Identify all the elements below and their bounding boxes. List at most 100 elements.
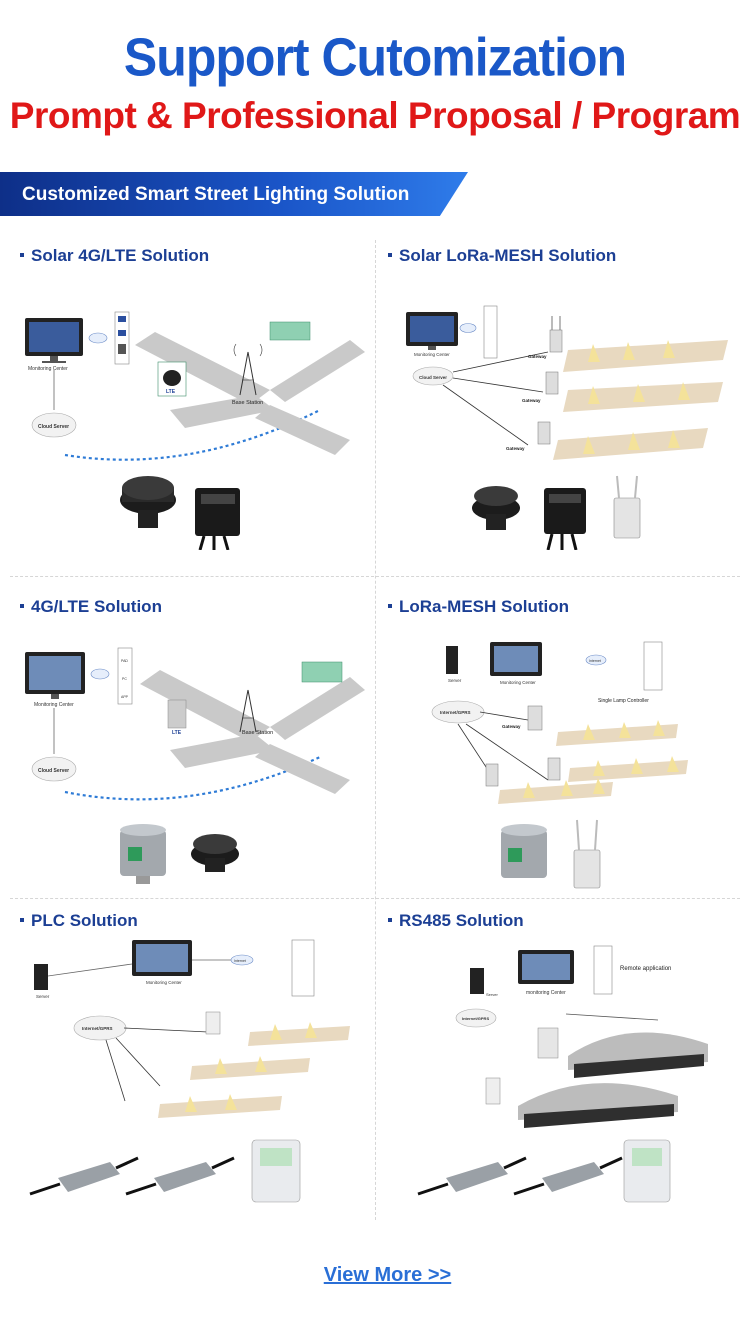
section-title-4g: 4G/LTE Solution [20, 597, 162, 617]
monitoring-center-label: monitoring Center [526, 990, 566, 996]
devices-box [117, 647, 133, 705]
lte-controller-product-icon [191, 834, 239, 872]
lte-label: LTE [166, 389, 176, 395]
lora-controller-product-icon [472, 486, 520, 530]
internet-gprs-cloud-icon [455, 1008, 497, 1028]
server-icon [34, 964, 48, 990]
gateway-icon [527, 705, 543, 731]
row-divider-2 [10, 898, 740, 899]
base-station-tower-icon [239, 689, 257, 733]
street-row-1 [563, 340, 728, 372]
monitoring-center-label: Monitoring Center [146, 980, 182, 985]
gateway-label-3: Gateway [506, 446, 525, 451]
gateway-product-icon [613, 475, 641, 539]
driver-product-icon-2 [125, 1156, 235, 1196]
single-lamp-controller-label: Single Lamp Controller [598, 698, 649, 704]
lora-diagram: Server Monitoring Center Internet Intern… [431, 641, 688, 889]
server-label: Server [36, 994, 50, 999]
page-title: Support Cutomization [123, 26, 627, 88]
internet-gprs-label: Internet/GPRS [82, 1026, 113, 1031]
banner-label: Customized Smart Street Lighting Solutio… [22, 184, 410, 205]
monitor-icon [25, 652, 85, 699]
lora-node-product-icon [501, 824, 547, 878]
internet-label: Internet [589, 659, 601, 663]
remote-application-label: Remote application [620, 966, 671, 972]
gateway-product-icon [573, 819, 601, 889]
monitor-icon [25, 318, 83, 363]
internet-gprs-label: Internet/GPRS [462, 1016, 489, 1021]
internet-cloud-icon [230, 954, 254, 966]
devices-box [643, 641, 663, 691]
pad-label: PAD [121, 659, 128, 663]
internet-cloud-icon [585, 654, 607, 666]
server-label: Server [448, 678, 462, 683]
monitoring-center-label: Monitoring Center [34, 702, 74, 708]
monitor-icon [518, 950, 574, 984]
server-icon [470, 968, 484, 994]
tunnel-icon-1 [568, 1032, 708, 1078]
tunnel-icon-2 [518, 1083, 678, 1128]
monitor-icon [490, 642, 542, 676]
lte-label: LTE [172, 730, 182, 736]
cloud-server-icon [31, 412, 77, 438]
section-title-solar-4g: Solar 4G/LTE Solution [20, 246, 209, 266]
solution-banner: Customized Smart Street Lighting Solutio… [0, 172, 468, 216]
section-title-solar-lora: Solar LoRa-MESH Solution [388, 246, 616, 266]
monitoring-center-label: Monitoring Center [500, 680, 536, 685]
monitor-icon [132, 940, 192, 976]
cloud-server-label: Cloud Server [38, 424, 69, 430]
devices-box [291, 939, 315, 997]
base-station-label: Base Station [232, 400, 263, 406]
base-station-tower-icon [233, 343, 263, 396]
column-divider [375, 240, 376, 1220]
plc-diagram: Server Monitoring Center Internet Intern… [29, 939, 350, 1203]
lte-controller-product-icon [120, 476, 176, 528]
rs485-diagram: Server monitoring Center Remote applicat… [417, 945, 708, 1203]
section-title-plc: PLC Solution [20, 911, 138, 931]
internet-cloud-icon [90, 668, 110, 680]
driver-product-icon-1 [29, 1156, 139, 1196]
gateway-label: Gateway [502, 724, 521, 729]
road-top-left [135, 332, 270, 405]
monitoring-center-label: Monitoring Center [28, 366, 68, 372]
pc-label: PC [122, 677, 127, 681]
meter-product-icon [623, 1139, 671, 1203]
lte-diagram: Monitoring Center PAD PC APP Cloud Serve… [25, 647, 365, 884]
view-more-link[interactable]: View More >> [323, 1264, 452, 1286]
signal-arc [64, 409, 321, 461]
server-icon [446, 646, 458, 674]
monitoring-center-label: Monitoring Center [414, 352, 450, 357]
gateway-label-1: Gateway [528, 354, 547, 359]
base-station-label: Base Station [242, 730, 273, 736]
cloud-server-label: Cloud Server [38, 768, 69, 774]
cloud-server-icon [31, 756, 77, 782]
cloud-server-label: Cloud Server [419, 375, 447, 380]
devices-box [483, 305, 498, 359]
page-subtitle: Prompt & Professional Proposal / Program [9, 95, 741, 136]
solar-lora-diagram: Monitoring Center Cloud Server Gateway G… [406, 305, 728, 550]
street-row-1 [248, 1026, 350, 1046]
solar-controller-product-icon [195, 488, 240, 550]
gateway-label-2: Gateway [522, 398, 541, 403]
solar-4g-diagram: Monitoring Center Cloud Server Base Stat… [25, 311, 365, 550]
lte-node-product-icon [120, 824, 166, 884]
street-row-1 [556, 724, 678, 746]
row-divider-1 [10, 576, 740, 577]
driver-product-icon-1 [417, 1156, 527, 1196]
internet-gprs-label: Internet/GPRS [440, 710, 471, 715]
section-title-lora: LoRa-MESH Solution [388, 597, 569, 617]
signal-arc [64, 756, 321, 801]
internet-cloud-icon [459, 323, 477, 333]
meter-product-icon [251, 1139, 301, 1203]
gateway-icon [549, 316, 563, 353]
internet-label: Internet [234, 959, 246, 963]
server-label: Server [486, 992, 498, 997]
internet-gprs-cloud-icon [431, 700, 485, 724]
internet-cloud-icon [88, 332, 108, 344]
solar-controller-product-icon [544, 488, 586, 550]
cloud-server-icon [412, 366, 454, 386]
monitor-icon [406, 312, 458, 350]
section-title-rs485: RS485 Solution [388, 911, 524, 931]
devices-box [593, 945, 613, 995]
driver-product-icon-2 [513, 1156, 623, 1196]
